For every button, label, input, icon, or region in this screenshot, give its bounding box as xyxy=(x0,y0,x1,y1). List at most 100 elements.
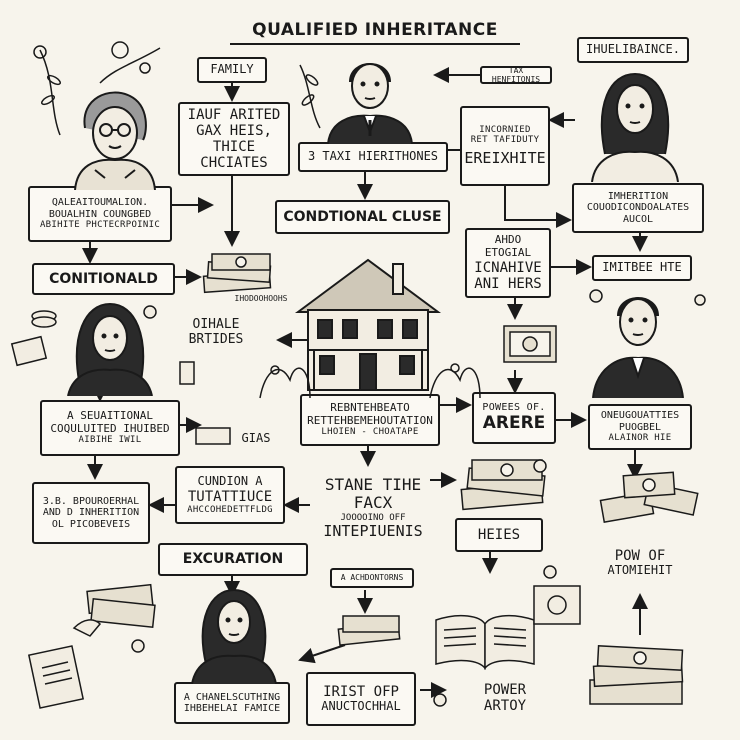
conditional-clause-box: CONDTIONAL CLUSE xyxy=(275,200,450,234)
representation-box: REBNTEHBEATO RETTEHBEMEHOUTATION LHOIEN … xyxy=(300,394,440,446)
papers-bottom-left xyxy=(28,645,85,709)
acvid-box: A ACHDONTORNS xyxy=(330,568,414,588)
oihale-label: OIHALE BRTIDES xyxy=(176,317,256,348)
and-heirs-line-1: AHDO ETOGIAL xyxy=(484,233,532,259)
trust-line-2: ANUCTOCHHAL xyxy=(321,699,401,714)
wallet-icon xyxy=(10,335,48,367)
situational-line-2: COQULUITED IHUIBED xyxy=(50,421,170,435)
open-book-illustration xyxy=(435,614,535,670)
vine-top-left-2 xyxy=(99,41,161,84)
power-label: POWER ARTOY xyxy=(460,682,550,714)
pow-line-2: ATOMIEHIT xyxy=(607,563,673,578)
powers-box: POWEES OF. ARERE xyxy=(472,392,556,444)
inheritance-conditions-line-1: IMHERITION xyxy=(607,190,669,202)
inheritance-conditions-line-2: COUODICONDOALATES xyxy=(586,202,690,214)
certificate-illustration xyxy=(533,585,581,625)
and-heirs-box: AHDO ETOGIAL ICNAHIVE ANI HERS xyxy=(465,228,551,298)
heies-box: HEIES xyxy=(455,518,543,552)
man-middle-right-illustration xyxy=(592,297,684,398)
coin-icon xyxy=(589,289,603,303)
inherited-small-1: INCORNIED xyxy=(479,125,531,136)
inherited-box: INCORNIED RET TAFIDUTY EREIXHITE xyxy=(460,106,550,186)
hand-with-money-illustration xyxy=(72,583,156,637)
page-title: QUALIFIED INHERITANCE xyxy=(230,20,520,45)
qualified-heirs-line-2: GAX HEIS, xyxy=(196,122,272,139)
center-text: STANE TIHE FACX JOOOOINO OFF INTEPIUENIS xyxy=(318,475,428,541)
representation-line-1: REBNTEHBEATO xyxy=(330,401,410,415)
oihale-line-1: OIHALE xyxy=(192,317,240,332)
powers-big: ARERE xyxy=(482,412,546,433)
right-person-info-line-1: ONEUGOUATTIES xyxy=(600,410,680,422)
powers-small: POWEES OF. xyxy=(482,402,546,414)
tax-link-tag: TAX HENFITONIS xyxy=(480,66,552,84)
situational-box: A SEUAITIONAL COQULUITED IHUIBED AIBIHE … xyxy=(40,400,180,456)
coin-icon xyxy=(131,639,145,653)
trust-line-1: IRIST OFP xyxy=(323,684,399,701)
pow-label: POW OF ATOMIEHIT xyxy=(590,548,690,578)
trust-box: IRIST OFP ANUCTOCHHAL xyxy=(306,672,416,726)
left-info-line-1: QALEAITOUMALION. xyxy=(51,197,149,209)
cash-stack-left xyxy=(202,253,272,294)
house-bushes xyxy=(259,363,481,399)
center-text-bottom: INTEPIUENIS xyxy=(323,522,423,541)
coin-icon xyxy=(433,693,447,707)
arrow-inherited-to-conditions xyxy=(504,186,572,228)
cash-pile-right xyxy=(599,471,699,524)
family-label: FAMILY xyxy=(210,62,254,77)
bottom-family-box: A CHANELSCUTHING IHBEHELAI FAMICE xyxy=(174,682,290,724)
qualified-heirs-line-3: THICE CHCIATES xyxy=(200,139,268,172)
condition-line-2: TUTATTIUCE xyxy=(187,488,273,505)
representation-line-2: RETTEHBEMEHOUTATION xyxy=(307,413,433,427)
right-person-info-line-2: PUOGBEL xyxy=(618,421,662,433)
coin-icon xyxy=(533,459,547,473)
situational-line-1: A SEUAITIONAL xyxy=(66,409,154,423)
power-line-1: POWER xyxy=(483,682,527,698)
inherited-big: EREIXHITE xyxy=(464,148,546,167)
grandmother-illustration xyxy=(74,91,156,190)
bottom-left-info-line-2: AND D INHERITION xyxy=(42,507,140,519)
coin-icon xyxy=(143,305,157,319)
center-text-small: JOOOOINO OFF xyxy=(340,512,406,523)
leaves-near-man xyxy=(299,64,321,129)
inhitbe-label: IMITBEE HTE xyxy=(602,260,682,275)
bill-icon xyxy=(195,427,231,445)
representation-small: LHOIEN - CHOATAPE xyxy=(321,427,419,438)
inhitbe-box: IMITBEE HTE xyxy=(592,255,692,281)
bottom-left-info-box: 3.B. BPOUROERHAL AND D INHERITION OL PIC… xyxy=(32,482,150,544)
coin-stack-icon xyxy=(31,316,57,328)
heies-label: HEIES xyxy=(477,526,521,543)
excuration-label: EXCURATION xyxy=(182,551,284,568)
excuration-box: EXCURATION xyxy=(158,543,308,576)
vine-top-left xyxy=(33,45,61,136)
and-heirs-line-2: ICNAHIVE xyxy=(474,259,542,276)
bottom-left-info-line-3: OL PICOBEVEIS xyxy=(51,518,131,530)
condition-box: CUNDION A TUTATTIUCE AHCCOHEDETTFLDG xyxy=(175,466,285,524)
inherited-small-2: RET TAFIDUTY xyxy=(470,135,540,146)
money-left-caption: IHODOOHOOHS xyxy=(234,294,288,303)
arrow-trust-to-woman xyxy=(298,644,346,664)
and-heirs-line-3: ANI HERS xyxy=(474,275,542,292)
left-info-line-3: ABIHITE PHCTECRPOINIC xyxy=(39,220,161,231)
conditionald-box: CONITIONALD xyxy=(32,263,175,295)
cash-pile-center xyxy=(460,459,546,511)
inheritance-conditions-line-3: AUCOL xyxy=(622,213,654,225)
gias-label: GIAS xyxy=(241,431,271,445)
situational-line-3: AIBIHE IWIL xyxy=(78,435,142,446)
left-info-line-2: BOUALHIN COUNGBED xyxy=(48,208,152,220)
bottom-family-line-2: IHBEHELAI FAMICE xyxy=(183,703,281,714)
coin-icon xyxy=(543,565,557,579)
right-person-info-box: ONEUGOUATTIES PUOGBEL ALAINOR HIE xyxy=(588,404,692,450)
bottom-left-info-line-1: 3.B. BPOUROERHAL xyxy=(42,495,140,507)
tax-inheritances-label: 3 TAXI HIERITHONES xyxy=(307,149,439,164)
inheritance-conditions-box: IMHERITION COUODICONDOALATES AUCOL xyxy=(572,183,704,233)
bottom-family-line-1: A CHANELSCUTHING xyxy=(183,691,281,703)
conditional-clause-label: CONDTIONAL CLUSE xyxy=(283,208,442,225)
young-woman-illustration xyxy=(591,72,679,182)
woman-bottom-center-illustration xyxy=(191,588,277,684)
tax-inheritances-box: 3 TAXI HIERITHONES xyxy=(298,142,448,172)
tax-link-tag-label: TAX HENFITONIS xyxy=(491,65,541,84)
cash-center-right xyxy=(503,325,557,363)
condition-line-1: CUNDION A xyxy=(197,473,263,488)
